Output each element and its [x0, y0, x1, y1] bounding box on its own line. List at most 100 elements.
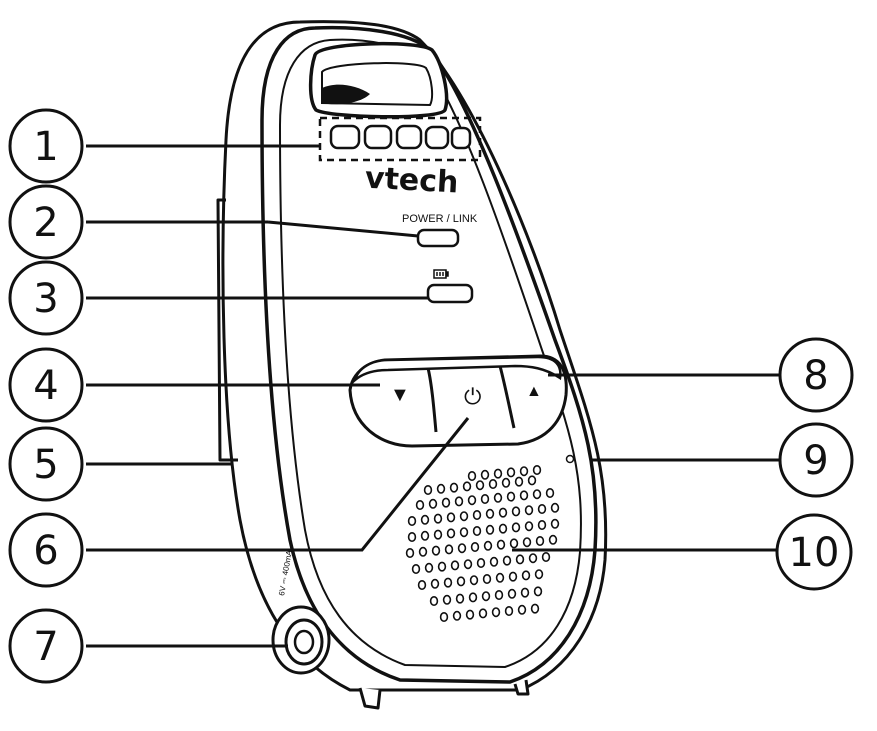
led-2 [363, 124, 393, 150]
speaker-hole [517, 604, 527, 615]
speaker-hole [433, 529, 443, 540]
callout-4: 4 [8, 347, 84, 423]
speaker-hole [465, 609, 475, 620]
speaker-hole [436, 483, 446, 494]
speaker-hole [456, 576, 466, 587]
sound-level-leds [329, 124, 472, 150]
callout-10-number: 10 [789, 530, 840, 576]
callouts: 1 2 3 4 5 6 7 8 [8, 108, 854, 684]
power-link-light [416, 228, 460, 248]
speaker-hole [439, 611, 449, 622]
led-4 [424, 125, 450, 150]
callout-9: 9 [778, 422, 854, 498]
device-foot-right [513, 679, 530, 696]
speaker-hole [446, 528, 456, 539]
speaker-hole [524, 505, 534, 516]
speaker-hole [535, 535, 545, 546]
callout-2-number: 2 [33, 200, 58, 246]
led-group-outline [318, 116, 482, 162]
speaker-hole [502, 555, 512, 566]
power-button[interactable]: ⏻ [464, 384, 481, 409]
speaker-hole [478, 608, 488, 619]
battery-icon [433, 269, 449, 279]
speaker-hole [480, 469, 490, 480]
button-divider-left [426, 367, 438, 433]
button-divider-right [498, 365, 516, 429]
callout-6: 6 [8, 512, 84, 588]
callout-9-number: 9 [803, 438, 828, 484]
speaker-hole [532, 489, 542, 500]
speaker-hole [508, 571, 518, 582]
brand-logo: vtech [364, 161, 459, 201]
speaker-hole [455, 593, 465, 604]
callout-5: 5 [8, 426, 84, 502]
led-3 [395, 124, 423, 150]
speaker-hole [504, 605, 514, 616]
speaker-hole [431, 545, 441, 556]
microphone-hole [565, 454, 575, 464]
speaker-hole [459, 511, 469, 522]
speaker-hole [494, 589, 504, 600]
led-1 [329, 124, 361, 150]
speaker-hole [449, 482, 459, 493]
speaker-hole [495, 572, 505, 583]
speaker-hole [441, 497, 451, 508]
speaker-hole [530, 603, 540, 614]
speaker-hole [467, 495, 477, 506]
speaker-hole [485, 508, 495, 519]
speaker-hole [520, 587, 530, 598]
speaker-hole [506, 491, 516, 502]
callout-4-number: 4 [33, 363, 58, 409]
speaker-hole [417, 579, 427, 590]
speaker-hole [420, 514, 430, 525]
speaker-hole [454, 496, 464, 507]
volume-down-button[interactable]: ▼ [390, 384, 410, 406]
speaker-hole [462, 481, 472, 492]
battery-light [426, 283, 474, 304]
speaker-hole [534, 569, 544, 580]
speaker-hole [514, 476, 524, 487]
leader-lines [86, 144, 780, 648]
speaker-hole [407, 531, 417, 542]
callout-7: 7 [8, 608, 84, 684]
speaker-hole [442, 594, 452, 605]
speaker-hole [498, 507, 508, 518]
leader-6 [86, 417, 470, 552]
speaker-hole [485, 524, 495, 535]
speaker-hole [537, 519, 547, 530]
device-front-face [260, 25, 598, 684]
speaker-hole [537, 503, 547, 514]
speaker-hole [450, 560, 460, 571]
callout-8-number: 8 [803, 353, 828, 399]
callout-2: 2 [8, 184, 84, 260]
speaker-hole [519, 490, 529, 501]
callout-5-number: 5 [33, 442, 58, 488]
speaker-hole [545, 487, 555, 498]
leader-2b [267, 220, 419, 238]
speaker-hole [491, 607, 501, 618]
speaker-hole [463, 559, 473, 570]
speaker-hole [532, 464, 542, 475]
speaker-hole [443, 577, 453, 588]
speaker-hole [527, 475, 537, 486]
callout-10: 10 [775, 513, 853, 591]
speaker-hole [429, 595, 439, 606]
speaker-hole [521, 570, 531, 581]
speaker-hole [511, 522, 521, 533]
device-foot-left [358, 687, 382, 710]
volume-up-button[interactable]: ▲ [526, 383, 542, 400]
speaker-hole [476, 557, 486, 568]
speaker-hole [469, 575, 479, 586]
device [216, 20, 608, 710]
speaker-hole [470, 541, 480, 552]
speaker-hole [424, 562, 434, 573]
speaker-hole [480, 493, 490, 504]
power-link-label: POWER / LINK [402, 213, 478, 225]
speaker-hole [550, 502, 560, 513]
callout-7-number: 7 [33, 624, 58, 670]
speaker-hole [533, 586, 543, 597]
speaker-hole [468, 592, 478, 603]
speaker-hole [475, 480, 485, 491]
speaker-hole [522, 537, 532, 548]
